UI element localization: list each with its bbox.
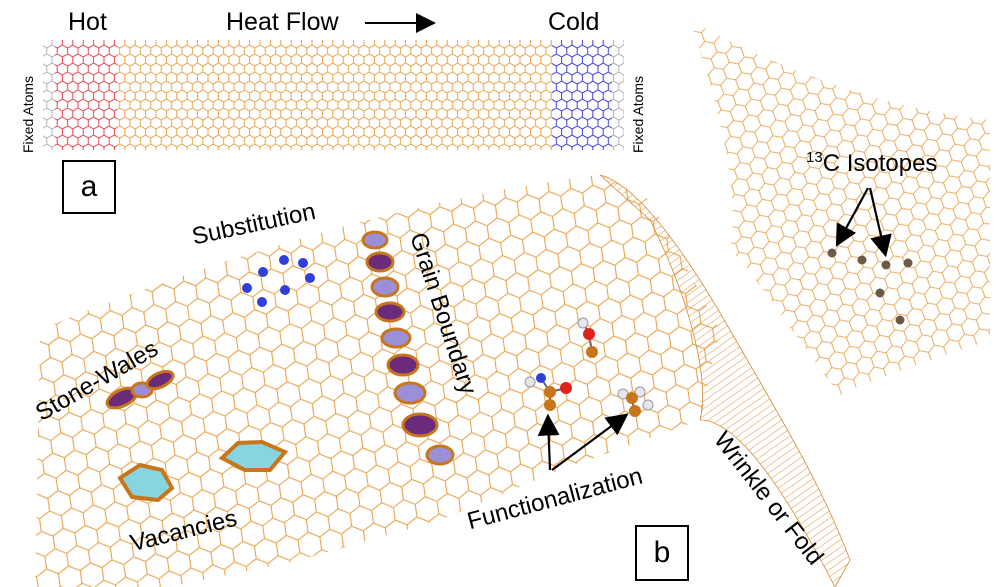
fixed-atoms-right-label: Fixed Atoms [630, 75, 646, 153]
substitution-atom [298, 258, 308, 268]
isotopes-text: C Isotopes [822, 150, 938, 177]
isotopes-label: 13C Isotopes [806, 150, 937, 176]
substitution-atom [279, 255, 289, 265]
panel-b-tag: b [635, 525, 689, 581]
substitution-atom [242, 283, 252, 293]
cold-region [552, 40, 612, 150]
substitution-atom [257, 297, 267, 307]
substitution-atom [258, 267, 268, 277]
panel-a-ribbon [43, 13, 624, 150]
stone-wales-defect [105, 369, 175, 410]
fixed-atoms-left-label: Fixed Atoms [20, 75, 36, 153]
annotation-arrows [537, 187, 892, 471]
heat-flow-label: Heat Flow [226, 8, 339, 36]
substitution-atom [305, 273, 315, 283]
substitution-atoms [242, 255, 315, 307]
hot-region [55, 40, 117, 150]
functional-groups [524, 317, 654, 417]
hot-label: Hot [68, 8, 107, 36]
isotopes-superscript: 13 [806, 149, 823, 166]
fixed-atoms-left-region [43, 40, 55, 150]
panel-a-tag: a [62, 160, 116, 214]
substitution-atom [280, 285, 290, 295]
fixed-atoms-right-region [612, 40, 624, 150]
graphene-sheet [35, 175, 720, 587]
vacancy-defects [117, 439, 289, 503]
isotope-atoms [827, 248, 913, 325]
panel-a-letter: a [80, 170, 98, 203]
panel-b-letter: b [653, 536, 671, 569]
ribbon-middle [117, 40, 552, 150]
panel-b-sheet [35, 20, 990, 587]
cold-label: Cold [548, 8, 600, 36]
wrinkle-fold [599, 174, 851, 587]
grain-boundary-defects [361, 230, 455, 466]
graphene-wall [690, 20, 990, 395]
